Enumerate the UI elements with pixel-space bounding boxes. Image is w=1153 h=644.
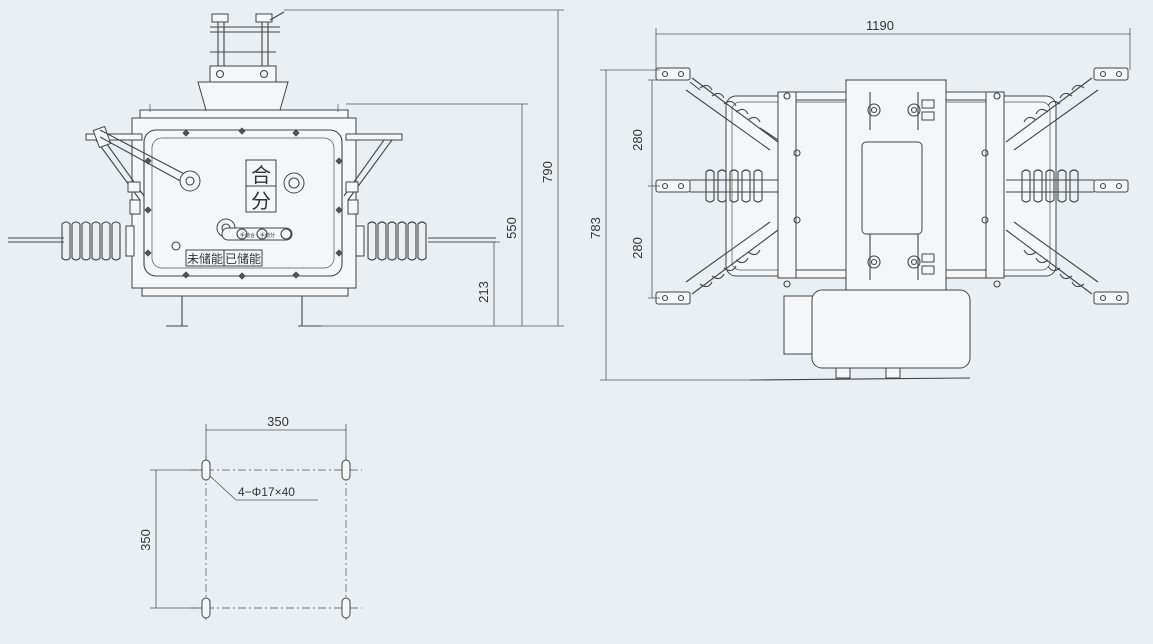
- front-dimensions: 790 550 213: [284, 9, 564, 327]
- manual-buttons: 手动合 手动分: [216, 218, 293, 241]
- top-mechanism-housing: [811, 289, 971, 369]
- counter-knob: [283, 172, 305, 194]
- front-top-plate: [139, 109, 349, 119]
- dim-790: 790: [540, 161, 555, 183]
- dim-550: 550: [504, 217, 519, 239]
- spring-status: 未储能 已储能: [171, 241, 263, 267]
- close-open-indicator: 合 分: [245, 159, 277, 213]
- front-base: [141, 287, 349, 327]
- dim-280-upper: 280: [630, 129, 645, 151]
- manual-close-label: 手动合: [240, 232, 255, 239]
- dim-350-height: 350: [138, 529, 153, 551]
- front-operating-handle: [99, 129, 201, 192]
- top-motor-box: [783, 295, 815, 355]
- top-insulators-right: [1005, 67, 1129, 305]
- top-frame-bolts: [783, 92, 1001, 288]
- dim-213: 213: [476, 281, 491, 303]
- mounting-plan: 350 350 4−Φ17×40: [138, 414, 362, 620]
- front-view: 合 分 手动合 手动分 未储能 已储能: [8, 9, 564, 327]
- mount-holes-note: 4−Φ17×40: [238, 485, 295, 499]
- mount-slot-holes: [201, 459, 351, 619]
- dim-783: 783: [588, 217, 603, 239]
- front-panel-bolts: [144, 127, 343, 280]
- top-terminals: [867, 92, 935, 280]
- top-insulators-left: [655, 67, 779, 305]
- manual-open-label: 手动分: [260, 232, 275, 239]
- dim-1190: 1190: [866, 18, 894, 33]
- open-label: 分: [251, 190, 271, 213]
- uncharged-label: 未储能: [187, 251, 223, 266]
- dim-280-lower: 280: [630, 237, 645, 259]
- top-dimensions: 1190 783 280 280: [588, 18, 1131, 381]
- dim-350-width: 350: [267, 414, 289, 429]
- front-insulator-right: [355, 221, 496, 261]
- close-label: 合: [251, 164, 271, 187]
- top-view: 1190 783 280 280: [588, 18, 1131, 381]
- front-insulator-left: [8, 221, 135, 261]
- mount-hole-centerlines: [190, 456, 362, 620]
- charged-label: 已储能: [225, 251, 261, 266]
